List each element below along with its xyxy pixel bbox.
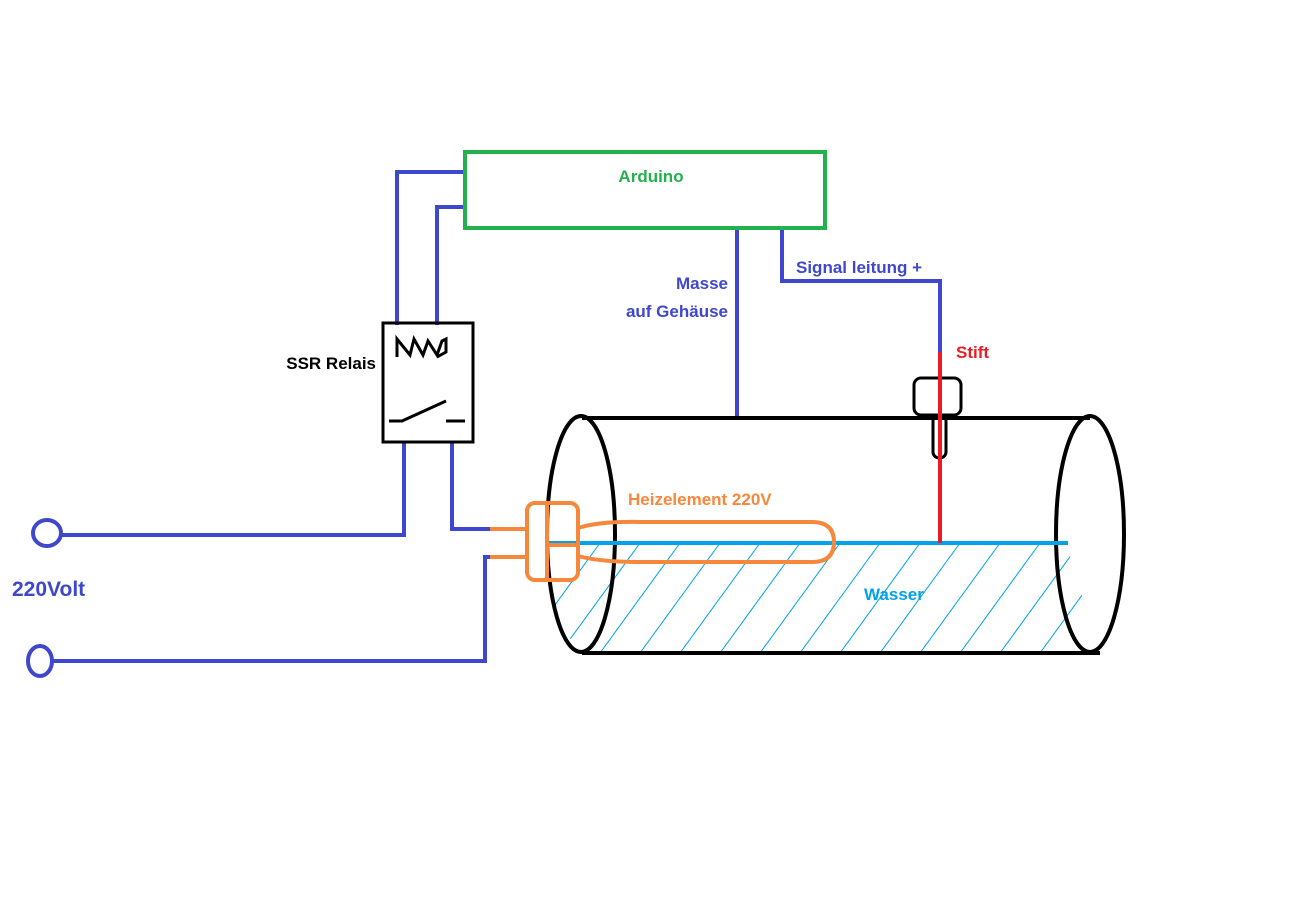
tank-left-end (545, 414, 617, 654)
tank-right-end (1054, 414, 1126, 654)
wire-mains-live (62, 442, 406, 537)
voltage-label: 220Volt (12, 578, 85, 601)
wires (52, 170, 942, 663)
arduino-label: Arduino (618, 167, 683, 186)
ssr-relay-box (381, 321, 475, 444)
heater-label: Heizelement 220V (628, 490, 772, 509)
wire-signal (780, 228, 942, 352)
water-tank (545, 414, 1126, 655)
water-hatching (548, 543, 1100, 653)
heater-flange (525, 501, 580, 582)
ssr-label: SSR Relais (286, 354, 376, 373)
probe (912, 352, 963, 543)
mains-terminal-bottom (26, 644, 54, 678)
wire-ssr-to-heater (450, 442, 490, 531)
mains-terminal-top (31, 518, 63, 548)
masse-label-line1: Masse (676, 274, 728, 293)
wire-ssr-to-arduino-2 (435, 205, 465, 325)
ssr-switch-symbol (389, 399, 465, 423)
heating-element (490, 501, 837, 582)
ssr-coil-symbol (395, 334, 448, 359)
wire-mains-neutral (52, 555, 490, 663)
stift-label: Stift (956, 343, 989, 362)
heater-loop (548, 519, 837, 564)
ssr-relay (381, 321, 475, 444)
masse-label-line2: auf Gehäuse (626, 302, 728, 321)
wire-ssr-to-arduino-1 (395, 170, 465, 325)
probe-holder (912, 376, 963, 417)
arduino-box (463, 150, 827, 230)
signal-label: Signal leitung + (796, 258, 922, 277)
water-label: Wasser (864, 585, 924, 604)
